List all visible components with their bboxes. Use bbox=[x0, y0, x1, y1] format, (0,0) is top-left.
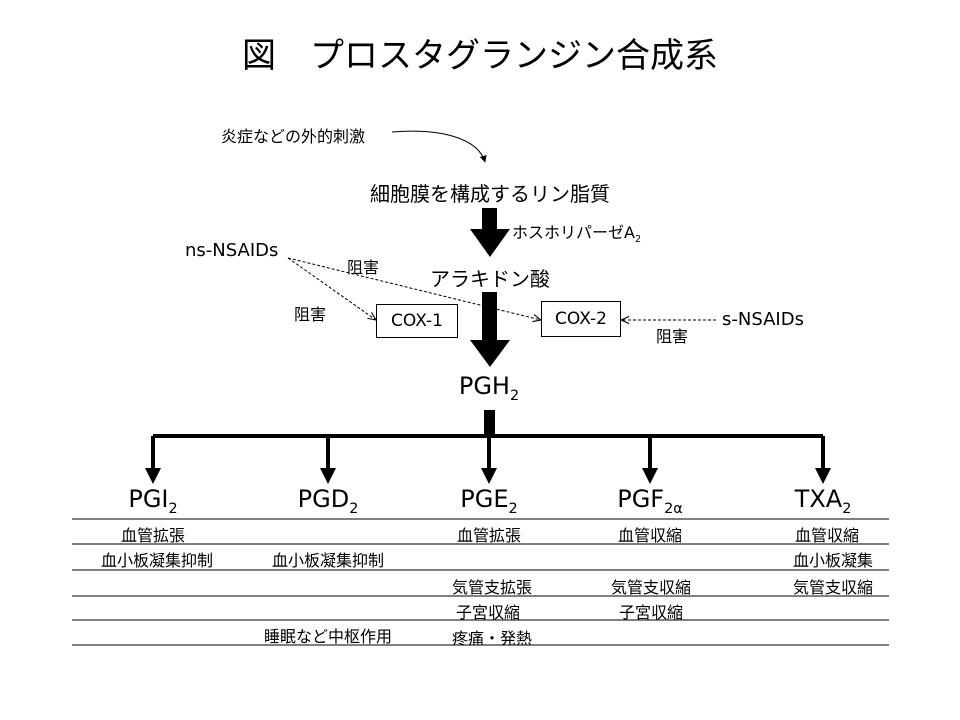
cox1-box: COX-1 bbox=[376, 304, 458, 338]
table-cell: 気管支収縮 bbox=[792, 578, 874, 597]
table-cell: 子宮収縮 bbox=[618, 603, 684, 622]
pgf2a-label: PGF2α bbox=[617, 485, 683, 517]
cox2-box: COX-2 bbox=[541, 301, 621, 337]
page-title: 図 プロスタグランジン合成系 bbox=[242, 36, 718, 76]
table-cell: 血小板凝集 bbox=[792, 551, 874, 570]
s-nsaids-label: s-NSAIDs bbox=[722, 309, 804, 330]
table-cell: 血管収縮 bbox=[794, 526, 860, 545]
table-cell: 気管支収縮 bbox=[610, 578, 692, 597]
inhibit-label-s-nsaids: 阻害 bbox=[656, 327, 689, 346]
thick-arrow-phospholipase bbox=[470, 208, 510, 257]
membrane-phospholipid-label: 細胞膜を構成するリン脂質 bbox=[370, 182, 610, 206]
inhibit-label-cox1: 阻害 bbox=[294, 305, 327, 324]
ns-nsaids-to-cox2-arrow bbox=[287, 257, 541, 320]
table-cell: 疼痛・発熱 bbox=[451, 629, 533, 648]
table-cell: 血管収縮 bbox=[617, 526, 683, 545]
table-cell: 子宮収縮 bbox=[455, 603, 521, 622]
ns-nsaids-to-cox1-arrow bbox=[287, 257, 376, 320]
arachidonic-acid-label: アラキドン酸 bbox=[430, 267, 550, 291]
table-cell: 血小板凝集抑制 bbox=[100, 551, 214, 570]
phospholipase-label: ホスホリパーゼA2 bbox=[512, 223, 642, 246]
branch-connector bbox=[145, 410, 831, 484]
table-lines bbox=[72, 518, 889, 646]
pgd2-label: PGD2 bbox=[297, 485, 359, 517]
stimulus-label: 炎症などの外的刺激 bbox=[221, 127, 366, 146]
table-cell: 血管拡張 bbox=[456, 526, 522, 545]
table-cell: 血管拡張 bbox=[120, 526, 186, 545]
table-cell: 血小板凝集抑制 bbox=[271, 551, 385, 570]
ns-nsaids-label: ns-NSAIDs bbox=[185, 240, 279, 261]
pgi2-label: PGI2 bbox=[128, 485, 178, 517]
inhibit-label-cox2: 阻害 bbox=[347, 258, 380, 277]
stimulus-arrow bbox=[391, 130, 487, 163]
pge2-label: PGE2 bbox=[460, 485, 518, 517]
table-cell: 睡眠など中枢作用 bbox=[263, 627, 393, 646]
pgh2-label: PGH2 bbox=[458, 372, 520, 404]
table-cell: 気管支拡張 bbox=[451, 578, 533, 597]
txa2-label: TXA2 bbox=[794, 485, 852, 517]
thick-arrow-cox bbox=[470, 292, 510, 367]
